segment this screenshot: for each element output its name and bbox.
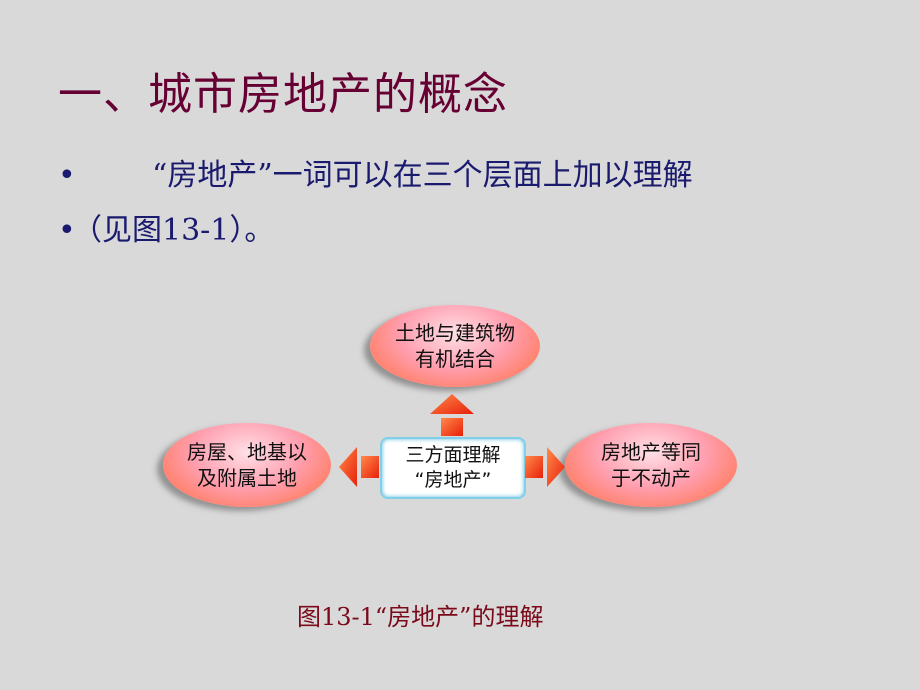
bullet-text: （见图13-1）。 [72,213,275,248]
node-top-line1: 土地与建筑物 [395,321,515,345]
node-right: 房地产等同 于不动产 [565,423,737,507]
center-box: 三方面理解 “房地产” [380,437,526,499]
arrow-left-icon [339,447,379,487]
bullet-item-2: •（见图13-1）。 [58,205,274,249]
node-left: 房屋、地基以 及附属土地 [163,423,331,507]
center-line2: “房地产” [414,469,492,491]
node-right-line2: 于不动产 [611,466,691,490]
node-top: 土地与建筑物 有机结合 [370,305,540,387]
bullet-item-1: • “房地产”一词可以在三个层面上加以理解 [58,150,693,194]
arrow-right-icon [525,447,565,487]
node-top-line2: 有机结合 [415,347,495,371]
node-right-line1: 房地产等同 [601,440,701,464]
bullet-marker: • [58,158,76,193]
bullet-marker: • [58,213,76,248]
figure-caption: 图13-1“房地产”的理解 [297,603,544,631]
node-left-line2: 及附属土地 [197,466,297,490]
bullet-text: “房地产”一词可以在三个层面上加以理解 [152,158,693,193]
center-line1: 三方面理解 [405,444,501,466]
node-left-line1: 房屋、地基以 [187,440,307,464]
arrow-up-icon [430,394,474,436]
slide-title: 一、城市房地产的概念 [58,69,508,120]
